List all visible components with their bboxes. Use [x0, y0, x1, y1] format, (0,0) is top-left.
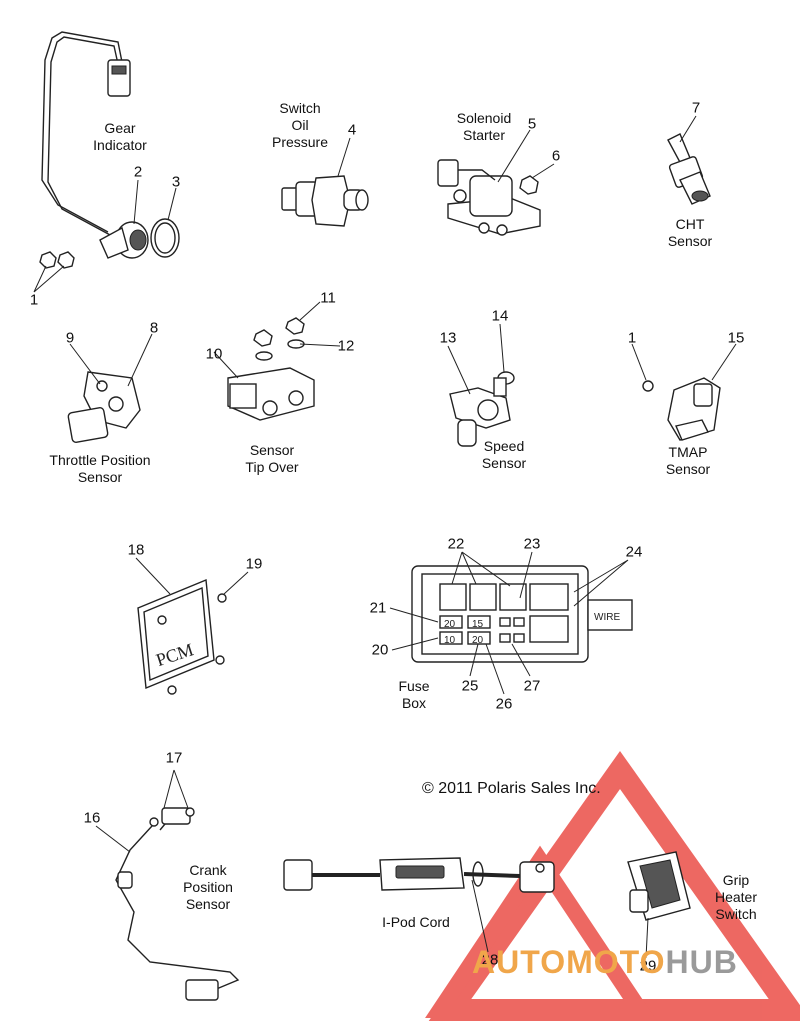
callout-number: 27	[523, 677, 541, 695]
grip-heater-switch-drawing	[627, 851, 691, 921]
callout-number: 1	[29, 291, 39, 309]
label-solenoid-starter: Solenoid Starter	[456, 110, 512, 143]
label-switch-oil-pressure: Switch Oil Pressure	[271, 100, 329, 150]
callout-number: 22	[447, 535, 465, 553]
fuse-value: 15	[472, 619, 484, 630]
throttle-position-sensor-drawing	[67, 371, 141, 443]
sensor-tip-over-drawing	[227, 317, 315, 421]
label-crank-position-sensor: Crank Position Sensor	[183, 862, 233, 912]
callout-number: 2	[133, 163, 143, 181]
callout-number: 13	[439, 329, 457, 347]
callout-number: 1	[627, 329, 637, 347]
callout-number: 18	[127, 541, 145, 559]
callout-number: 10	[205, 345, 223, 363]
gear-indicator-drawing	[39, 31, 180, 269]
callout-number: 16	[83, 809, 101, 827]
callout-number: 29	[639, 957, 657, 975]
callout-number: 8	[149, 319, 159, 337]
copyright-text: © 2011 Polaris Sales Inc.	[422, 780, 601, 797]
switch-oil-pressure-drawing	[281, 175, 369, 227]
cht-sensor-drawing	[667, 133, 711, 205]
callout-number: 6	[551, 147, 561, 165]
leader-lines	[33, 115, 737, 959]
label-tmap-sensor: TMAP Sensor	[665, 444, 711, 477]
i-pod-cord-drawing	[283, 857, 555, 893]
callout-number: 14	[491, 307, 509, 325]
callout-number: 26	[495, 695, 513, 713]
callout-number: 15	[727, 329, 745, 347]
callout-number: 24	[625, 543, 643, 561]
callout-number: 17	[165, 749, 183, 767]
label-throttle-position-sensor: Throttle Position Sensor	[49, 452, 151, 485]
callout-number: 23	[523, 535, 541, 553]
callout-number: 7	[691, 99, 701, 117]
callout-number: 25	[461, 677, 479, 695]
callout-number: 11	[320, 289, 336, 307]
label-gear-indicator: Gear Indicator	[93, 120, 147, 153]
label-grip-heater-switch: Grip Heater Switch	[714, 872, 758, 922]
speed-sensor-drawing	[449, 371, 515, 447]
fuse-value: 10	[444, 635, 456, 646]
fuse-value: 20	[444, 619, 456, 630]
label-speed-sensor: Speed Sensor	[481, 438, 527, 471]
pcm-drawing: PCM	[137, 578, 227, 695]
callout-number: 12	[337, 337, 355, 355]
fuse-box-drawing: 20 15 10 20 WIRE	[411, 565, 633, 663]
label-sensor-tip-over: Sensor Tip Over	[245, 442, 299, 475]
label-fuse-box: Fuse Box	[398, 678, 430, 711]
watermark-text-part1: AUTOMOTO	[472, 944, 666, 980]
fuse-value: 20	[472, 635, 484, 646]
callout-number: 20	[371, 641, 389, 659]
callout-number: 28	[481, 951, 499, 969]
callout-number: 9	[65, 329, 75, 347]
watermark-text-part2: HUB	[665, 944, 738, 980]
callout-number: 21	[369, 599, 387, 617]
label-cht-sensor: CHT Sensor	[667, 216, 713, 249]
callout-number: 3	[171, 173, 181, 191]
solenoid-starter-drawing	[437, 159, 541, 236]
crank-position-sensor-drawing	[115, 807, 240, 1001]
callout-number: 5	[527, 115, 537, 133]
callout-number: 4	[347, 121, 357, 139]
watermark-text: AUTOMOTOHUB	[472, 944, 738, 981]
wire-text: WIRE	[594, 612, 620, 623]
callout-number: 19	[245, 555, 263, 573]
tmap-sensor-drawing	[642, 377, 721, 441]
label-i-pod-cord: I-Pod Cord	[382, 914, 450, 930]
